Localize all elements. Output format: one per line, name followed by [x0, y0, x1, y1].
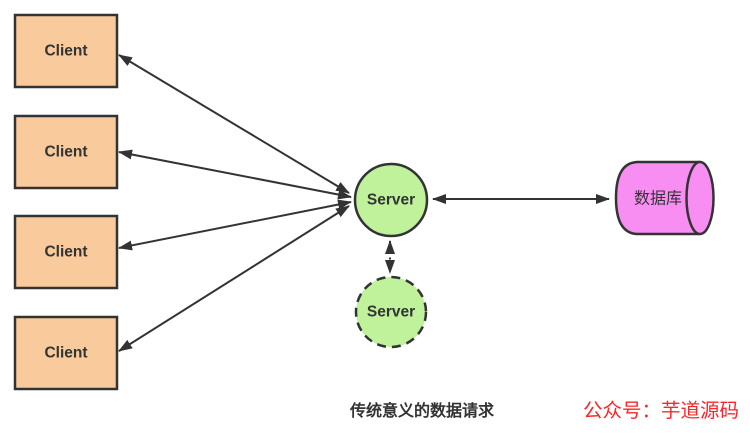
client-server-arrow [118, 54, 350, 194]
database-label: 数据库 [634, 190, 682, 208]
watermark-text: 公众号：芋道源码 [583, 400, 739, 422]
diagram-caption: 传统意义的数据请求 [349, 401, 495, 420]
client-node: Client [13, 214, 119, 290]
client-node: Client [13, 315, 119, 391]
client-server-arrow [118, 149, 352, 200]
client-node: Client [13, 13, 119, 89]
standby-server-label: Server [367, 304, 415, 321]
client-label: Client [44, 244, 87, 261]
server-circle [353, 162, 429, 238]
client-box [13, 13, 119, 89]
client-node: Client [13, 114, 119, 190]
standby-server-circle [354, 275, 428, 349]
database-cylinder-body [614, 160, 700, 236]
client-label: Client [44, 144, 87, 161]
server-node: Server [353, 162, 429, 238]
server-label: Server [367, 192, 415, 209]
client-label: Client [44, 345, 87, 362]
client-box [13, 315, 119, 391]
client-label: Client [44, 43, 87, 60]
database-node: 数据库 [614, 160, 715, 236]
client-box [13, 214, 119, 290]
client-server-arrow [118, 205, 350, 352]
standby-server-node: Server [354, 275, 428, 349]
client-box [13, 114, 119, 190]
client-server-arrow [118, 199, 352, 251]
database-cylinder-cap [685, 160, 715, 236]
